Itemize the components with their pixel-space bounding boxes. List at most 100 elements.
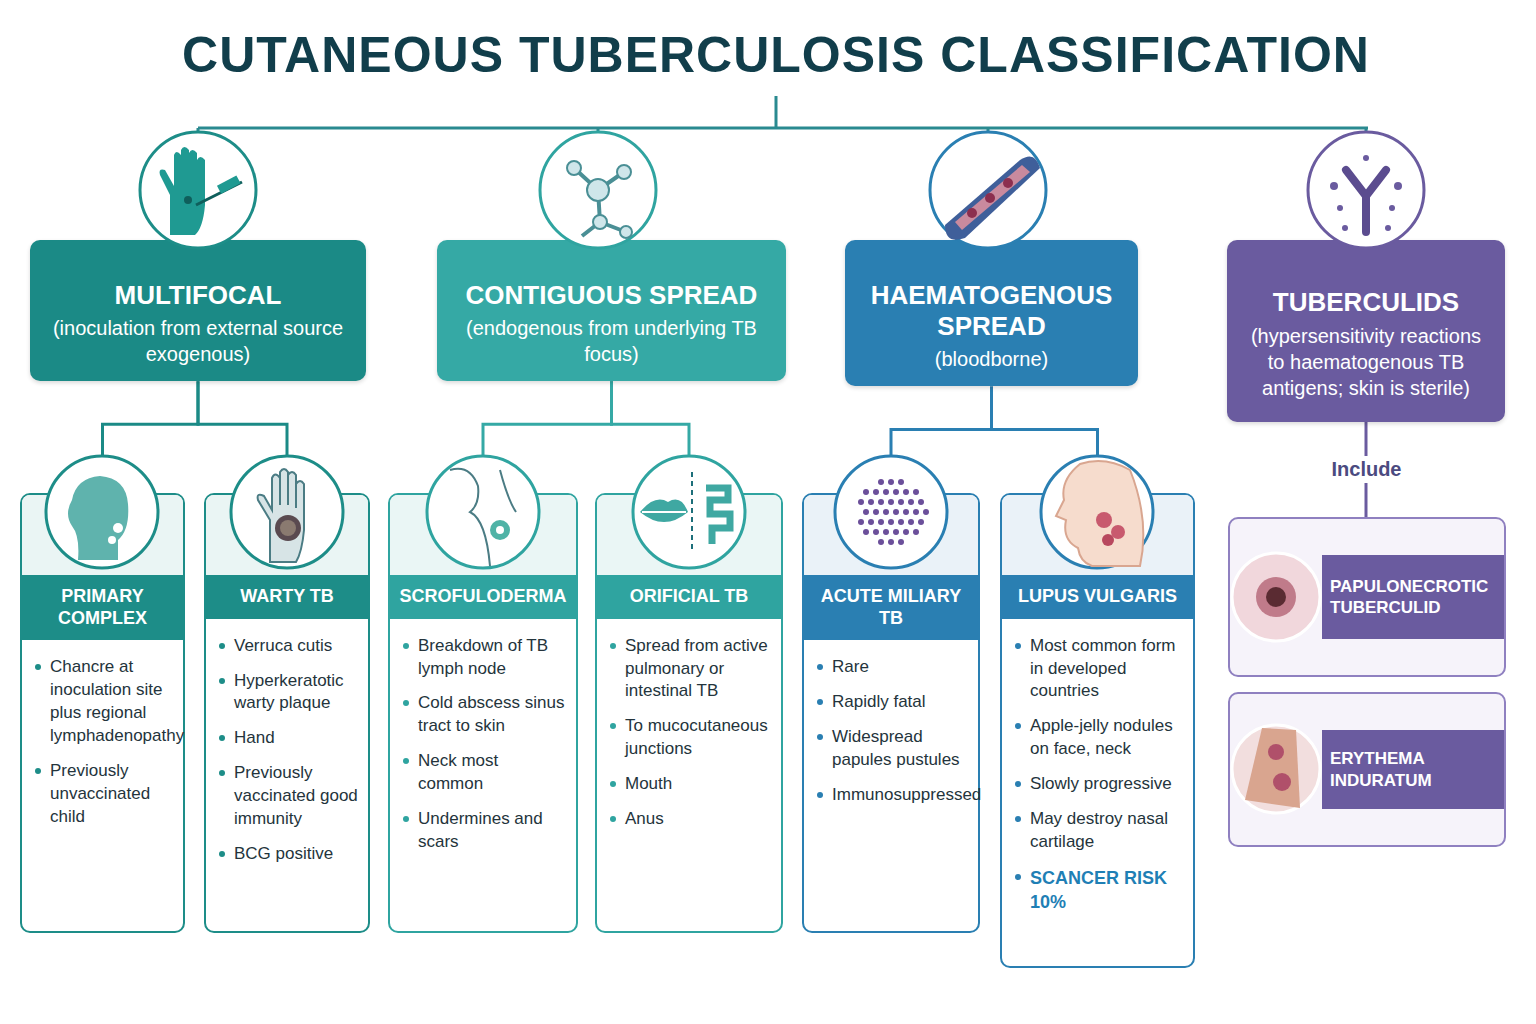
icon-shape bbox=[955, 165, 1030, 230]
icon-shape bbox=[868, 499, 874, 505]
icon-shape bbox=[913, 509, 919, 515]
title: CUTANEOUS TUBERCULOSIS CLASSIFICATION bbox=[16, 26, 1536, 84]
card-header-ground bbox=[1002, 495, 1193, 575]
face-lesion-icon bbox=[1041, 456, 1153, 568]
icon-shape bbox=[893, 529, 899, 535]
icon-shape bbox=[540, 132, 656, 248]
connector-label: Include bbox=[1325, 456, 1407, 483]
category-box: CONTIGUOUS SPREAD(endogenous from underl… bbox=[437, 240, 786, 381]
bullet-dot bbox=[403, 758, 409, 764]
icon-shape bbox=[930, 132, 1046, 248]
icon-shape bbox=[1337, 205, 1343, 211]
bullet-item: Widespread papules pustules bbox=[816, 726, 970, 772]
icon-shape bbox=[835, 456, 947, 568]
bullet-text: Verruca cutis bbox=[234, 635, 360, 658]
bullet-item: SCANCER RISK 10% bbox=[1014, 866, 1185, 915]
bullet-text: Hyperkeratotic warty plaque bbox=[234, 670, 360, 716]
bullet-item: Chancre at inoculation site plus regiona… bbox=[34, 656, 175, 748]
icon-shape bbox=[898, 479, 904, 485]
bullet-text: Most common form in developed countries bbox=[1030, 635, 1185, 704]
icon-shape bbox=[140, 132, 256, 248]
icon-shape bbox=[1394, 182, 1402, 190]
card-header-ground bbox=[22, 495, 183, 575]
bullet-item: Previously unvaccinated child bbox=[34, 760, 175, 829]
bullet-text: Anus bbox=[625, 808, 773, 831]
type-card: PRIMARY COMPLEXChancre at inoculation si… bbox=[20, 493, 185, 933]
card-heading: WARTY TB bbox=[206, 575, 368, 619]
bullet-dot bbox=[219, 770, 225, 776]
type-card: LUPUS VULGARIS Most common form in develo… bbox=[1000, 493, 1195, 968]
icon-shape bbox=[888, 499, 894, 505]
lips-intestine-icon bbox=[633, 456, 745, 568]
hand-plaque-icon bbox=[231, 456, 343, 568]
icon-shape bbox=[1268, 744, 1284, 760]
antibody-icon bbox=[1308, 132, 1424, 248]
icon-shape bbox=[1308, 132, 1424, 248]
bullet-text: Widespread papules pustules bbox=[832, 726, 970, 772]
icon-shape bbox=[617, 165, 631, 179]
bullet-text: Neck most common bbox=[418, 750, 568, 796]
icon-shape bbox=[427, 456, 539, 568]
blood-vessel-icon bbox=[930, 132, 1046, 248]
icon-shape bbox=[858, 479, 929, 545]
bullet-text: Slowly progressive bbox=[1030, 773, 1185, 796]
icon-shape bbox=[1041, 456, 1153, 568]
bullet-item: Most common form in developed countries bbox=[1014, 635, 1185, 704]
icon-shape bbox=[593, 215, 607, 229]
bullet-dot bbox=[1015, 723, 1021, 729]
icon-shape bbox=[858, 519, 864, 525]
icon-shape bbox=[888, 539, 894, 545]
icon-shape bbox=[587, 179, 609, 201]
card-heading: LUPUS VULGARIS bbox=[1002, 575, 1193, 619]
category-box: HAEMATOGENOUS SPREAD(bloodborne) bbox=[845, 240, 1138, 386]
connector bbox=[612, 381, 690, 493]
bullet-dot bbox=[610, 643, 616, 649]
icon-shape bbox=[196, 182, 242, 205]
hand-syringe-icon bbox=[140, 132, 256, 248]
category-heading: HAEMATOGENOUS SPREAD bbox=[859, 280, 1124, 342]
card-heading: SCROFULODERMA bbox=[390, 575, 576, 619]
bullet-item: Immunosuppressed bbox=[816, 784, 970, 807]
category-box: TUBERCULIDS(hypersensitivity reactions t… bbox=[1227, 240, 1505, 422]
bullet-text: SCANCER RISK 10% bbox=[1030, 866, 1185, 915]
bullet-item: Anus bbox=[609, 808, 773, 831]
type-card: ACUTE MILIARY TBRareRapidly fatalWidespr… bbox=[802, 493, 980, 933]
bullet-text: Undermines and scars bbox=[418, 808, 568, 854]
bullet-dot bbox=[817, 699, 823, 705]
icon-shape bbox=[258, 469, 304, 562]
bullet-item: Hand bbox=[218, 727, 360, 750]
icon-shape bbox=[913, 489, 919, 495]
bullet-item: Hyperkeratotic warty plaque bbox=[218, 670, 360, 716]
icon-shape bbox=[1389, 205, 1395, 211]
icon-shape bbox=[1111, 525, 1125, 539]
connector bbox=[992, 386, 1098, 493]
icon-shape bbox=[913, 529, 919, 535]
bullet-dot bbox=[610, 723, 616, 729]
icon-shape bbox=[903, 509, 909, 515]
icon-shape bbox=[113, 523, 123, 533]
icon-shape bbox=[858, 499, 864, 505]
icon-shape bbox=[1266, 587, 1286, 607]
icon-shape bbox=[68, 476, 128, 560]
icon-shape bbox=[898, 519, 904, 525]
bullet-item: Rapidly fatal bbox=[816, 691, 970, 714]
category-subtitle: (inoculation from external source exogen… bbox=[44, 315, 352, 367]
bullet-text: Hand bbox=[234, 727, 360, 750]
bullet-item: Rare bbox=[816, 656, 970, 679]
icon-shape bbox=[1385, 225, 1391, 231]
bullet-list: RareRapidly fatalWidespread papules pust… bbox=[804, 640, 978, 829]
card-heading: ORIFICIAL TB bbox=[597, 575, 781, 619]
bullet-item: Cold abscess sinus tract to skin bbox=[402, 692, 568, 738]
bullet-item: Slowly progressive bbox=[1014, 773, 1185, 796]
icon-shape bbox=[450, 469, 516, 566]
bullet-text: Previously unvaccinated child bbox=[50, 760, 175, 829]
bullet-item: May destroy nasal cartilage bbox=[1014, 808, 1185, 854]
bullet-list: Spread from active pulmonary or intestin… bbox=[597, 619, 781, 854]
type-card: WARTY TB Verruca cutisHyperkeratotic wart… bbox=[204, 493, 370, 933]
icon-shape bbox=[1245, 728, 1300, 808]
connector bbox=[198, 381, 287, 493]
icon-shape bbox=[640, 500, 688, 522]
icon-shape bbox=[873, 509, 879, 515]
